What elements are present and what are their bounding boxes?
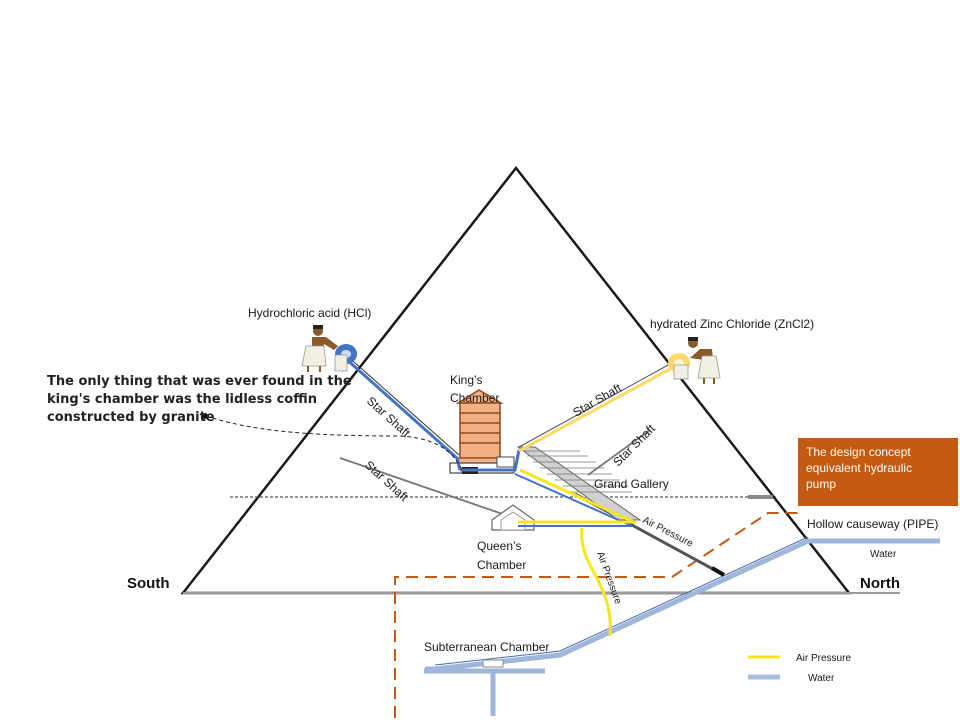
- gallery-slope-yellow: [519, 468, 637, 525]
- antechamber: [496, 456, 515, 468]
- label-star-shaft-south-upper: Star Shaft: [364, 394, 414, 441]
- label-star-shaft-north-upper: Star Shaft: [571, 380, 625, 419]
- legend: Air Pressure Water: [748, 653, 851, 684]
- label-kings-chamber-2: Chamber: [450, 391, 499, 405]
- queens-south-shaft: [339, 457, 521, 521]
- concept-boundary: [394, 512, 800, 718]
- worker-hcl-icon: [301, 325, 357, 372]
- descending-tip: [710, 566, 726, 577]
- worker-zncl2-icon: [668, 337, 721, 384]
- label-grand-gallery: Grand Gallery: [594, 477, 669, 491]
- concept-line-1: The design concept: [806, 445, 911, 459]
- note-line-1: The only thing that was ever found in th…: [47, 374, 352, 389]
- label-kings-chamber-1: King’s: [450, 373, 482, 387]
- kings-blue-floor: [460, 449, 521, 472]
- note-line-2: king's chamber was the lidless coffin: [47, 392, 317, 407]
- subterranean-box: [482, 659, 504, 668]
- label-hollow-causeway: Hollow causeway (PIPE): [807, 517, 938, 531]
- grand-gallery-stripes: [522, 450, 632, 493]
- legend-label-water: Water: [808, 673, 835, 684]
- air-pressure-line: [580, 527, 612, 637]
- level-marker: [748, 495, 773, 499]
- note-pointer-line: [205, 415, 463, 471]
- kings-chamber-stack: [455, 389, 504, 465]
- legend-label-air-pressure: Air Pressure: [796, 653, 851, 664]
- note-line-3: constructed by granite: [47, 410, 215, 425]
- label-north: North: [860, 575, 900, 592]
- label-star-shaft-north-lower: Star Shaft: [610, 421, 658, 469]
- label-south: South: [127, 575, 170, 592]
- label-queens-chamber-2: Chamber: [477, 558, 526, 572]
- label-hcl: Hydrochloric acid (HCl): [248, 306, 371, 320]
- label-subterranean-chamber: Subterranean Chamber: [424, 640, 549, 654]
- label-queens-chamber-1: Queen’s: [477, 539, 521, 553]
- design-concept-box: The design concept equivalent hydraulic …: [798, 438, 958, 506]
- concept-line-3: pump: [806, 477, 837, 491]
- north-star-shaft-zncl2-edge: [518, 363, 671, 448]
- queens-north-shaft: [587, 429, 651, 476]
- south-star-shaft-hcl: [344, 356, 462, 471]
- gallery-slope-blue: [514, 473, 633, 527]
- concept-line-2: equivalent hydraulic: [806, 461, 913, 475]
- label-water: Water: [870, 549, 897, 560]
- label-zncl2: hydrated Zinc Chloride (ZnCl2): [650, 317, 814, 331]
- hollow-causeway-outline: [434, 536, 809, 666]
- north-star-shaft-zncl2: [518, 366, 673, 453]
- south-star-shaft-hcl-edge: [344, 353, 460, 456]
- note-pointer-dot: [202, 413, 208, 419]
